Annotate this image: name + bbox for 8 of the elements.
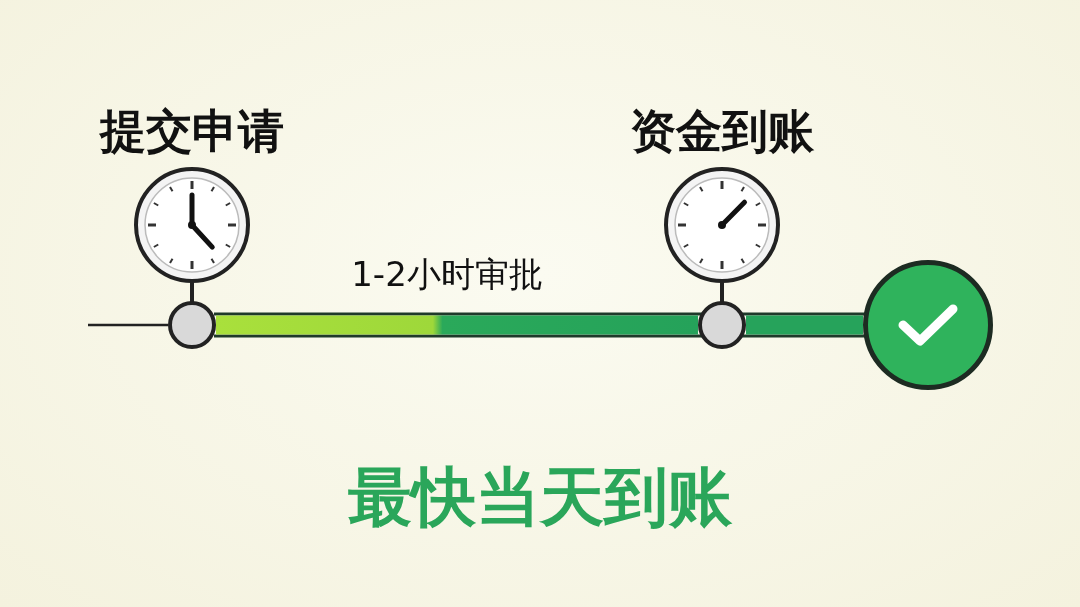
step-label: 提交申请 bbox=[100, 108, 284, 154]
edge-label: 1-2小时审批 bbox=[351, 257, 543, 291]
timeline-dot bbox=[698, 301, 746, 349]
progress-bar bbox=[216, 315, 698, 335]
timeline-dot bbox=[168, 301, 216, 349]
progress-bar bbox=[746, 315, 863, 335]
headline: 最快当天到账 bbox=[348, 465, 732, 529]
step-label: 资金到账 bbox=[630, 108, 814, 154]
